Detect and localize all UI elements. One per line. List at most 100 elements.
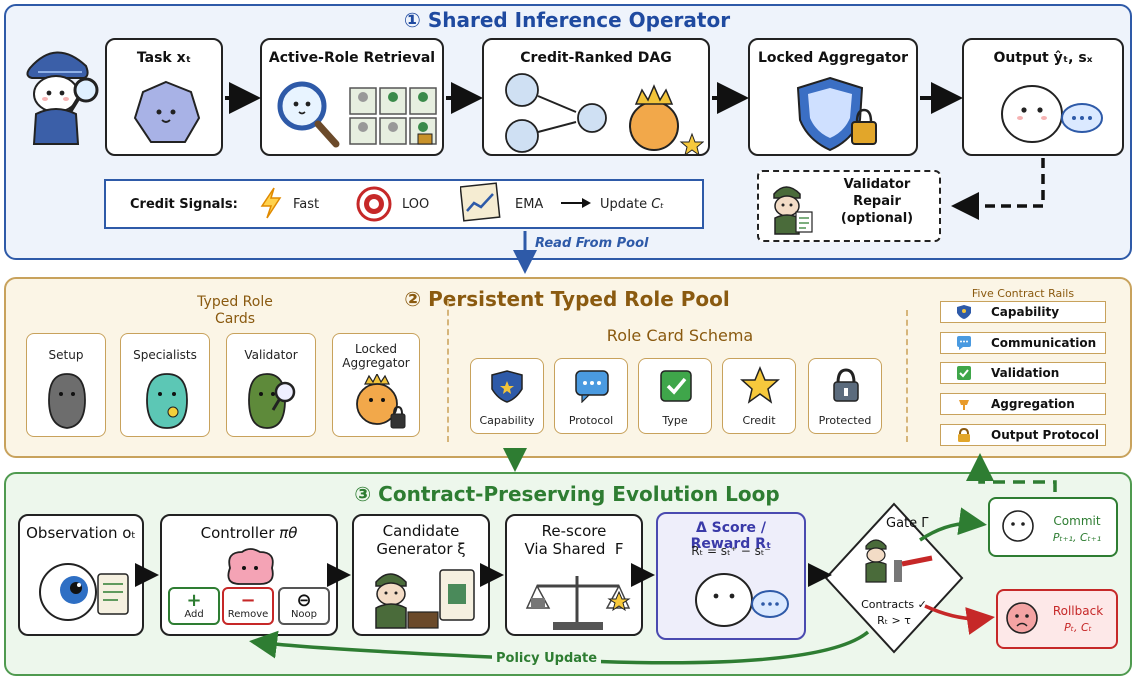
rail-communication-label: Communication — [991, 336, 1097, 350]
role-card-validator: Validator — [226, 333, 316, 437]
schema-protocol-label: Protocol — [568, 414, 614, 427]
validator-repair-line3: (optional) — [840, 211, 914, 226]
eye-clipboard-icon — [39, 563, 129, 621]
candidate-generator-variable: ξ — [457, 540, 466, 558]
rail-communication-icon — [957, 336, 971, 350]
commit-variable: Pₜ₊₁, Cₜ₊₁ — [1052, 531, 1102, 544]
rail-capability: Capability — [940, 301, 1106, 323]
credit-ranked-dag-card: Credit-Ranked DAG — [482, 38, 710, 156]
validator-repair-line2: Repair — [853, 194, 901, 209]
rail-capability-icon — [957, 305, 971, 319]
controller-variable: πθ — [279, 524, 298, 542]
rollback-label: Rollback — [1052, 604, 1104, 618]
schema-protocol: Protocol — [554, 358, 628, 434]
active-role-retrieval-card: Active-Role Retrieval — [260, 38, 444, 156]
update-arrow-icon — [561, 198, 591, 208]
rail-aggregation: Aggregation — [940, 393, 1106, 415]
rail-validation-label: Validation — [991, 366, 1060, 380]
observation-card: Observation oₜ — [18, 514, 144, 636]
candidate-generator-line1: Candidate — [382, 522, 460, 540]
schema-type: Type — [638, 358, 712, 434]
score-formula: Rₜ = sₜ⁺ − sₜ⁻ — [691, 544, 771, 558]
role-card-specialists: Specialists — [120, 333, 210, 437]
shield-lock-icon — [796, 76, 877, 152]
magnifier-mascot-icon — [277, 81, 340, 148]
panel-title-shared-inference: ① Shared Inference Operator — [403, 8, 731, 32]
remove-button[interactable]: − Remove — [222, 587, 274, 625]
rail-communication: Communication — [940, 332, 1106, 354]
type-check-icon — [660, 370, 692, 402]
target-icon — [356, 186, 392, 222]
dag-graph-icon — [505, 73, 704, 156]
credit-signals-box — [104, 179, 704, 229]
observation-title: Observation — [26, 524, 118, 542]
panel-title-role-pool: ② Persistent Typed Role Pool — [404, 287, 730, 311]
divider-right — [906, 310, 908, 442]
noop-button[interactable]: ⊖ Noop — [278, 587, 330, 625]
active-role-retrieval-title: Active-Role Retrieval — [268, 50, 436, 66]
signal-update-variable: Cₜ — [651, 197, 665, 212]
rail-aggregation-icon — [959, 400, 969, 410]
rail-output-protocol: Output Protocol — [940, 424, 1106, 446]
role-grid-icon — [349, 87, 437, 145]
locked-aggregator-title: Locked Aggregator — [757, 50, 909, 66]
commit-box — [988, 497, 1118, 557]
schema-credit: Credit — [722, 358, 796, 434]
lightning-icon — [260, 187, 282, 219]
validator-blob-icon — [248, 373, 296, 429]
schema-type-label: Type — [662, 414, 688, 427]
schema-capability: Capability — [470, 358, 544, 434]
rollback-sad-icon — [1006, 602, 1038, 634]
output-card: Output ŷₜ, sₓ — [962, 38, 1124, 156]
output-title: Output — [993, 50, 1049, 66]
score-reward-title: Δ Score / Reward — [690, 520, 767, 552]
ema-chart-icon — [460, 182, 501, 222]
rescore-variable: F — [614, 540, 624, 558]
protocol-chat-icon — [575, 370, 609, 403]
five-contract-rails-title: Five Contract Rails — [971, 287, 1075, 300]
rail-capability-label: Capability — [991, 305, 1060, 319]
detective-mascot-icon — [26, 51, 99, 145]
observation-variable: oₜ — [122, 524, 136, 542]
role-card-schema-title: Role Card Schema — [606, 326, 754, 345]
gate-label: Gate Γ — [886, 516, 929, 531]
typed-role-cards-line1: Typed Role — [197, 294, 273, 310]
score-reward-card: Δ Score / Reward Rₜ Rₜ = sₜ⁺ − sₜ⁻ — [656, 512, 806, 640]
role-card-locked-aggregator-label: Locked Aggregator — [342, 342, 410, 370]
rail-output-protocol-label: Output Protocol — [991, 428, 1099, 442]
candidate-generator-line2: Generator — [376, 540, 453, 558]
schema-protected: Protected — [808, 358, 882, 434]
signal-update-label: Update — [600, 197, 648, 212]
read-from-pool-label: Read From Pool — [535, 236, 649, 251]
add-icon: + — [186, 590, 202, 611]
add-button[interactable]: + Add — [168, 587, 220, 625]
schema-capability-label: Capability — [479, 414, 535, 427]
specialist-blob-icon — [146, 373, 188, 429]
credit-star-icon — [740, 366, 780, 404]
aggregator-blob-icon — [356, 374, 406, 429]
rail-output-protocol-icon — [958, 427, 970, 442]
balance-scale-icon — [525, 576, 631, 630]
add-button-label: Add — [184, 609, 204, 620]
remove-icon: − — [240, 590, 256, 611]
typed-role-cards-line2: Cards — [214, 311, 256, 327]
brain-icon — [227, 548, 274, 585]
capability-shield-icon — [491, 370, 523, 403]
commit-label: Commit — [1053, 514, 1101, 528]
role-card-specialists-label: Specialists — [133, 348, 197, 362]
soldier-clipboard-icon — [773, 186, 813, 235]
rescore-card: Re-score Via Shared F — [505, 514, 643, 636]
gate-rule-label: Rₜ > τ — [877, 614, 911, 627]
policy-update-label: Policy Update — [492, 651, 602, 666]
signal-ema-label: EMA — [515, 197, 544, 212]
gate-diamond — [824, 502, 964, 654]
protected-lock-icon — [833, 368, 859, 402]
noop-icon: ⊖ — [296, 590, 312, 611]
rail-validation-icon — [957, 366, 971, 380]
remove-button-label: Remove — [227, 609, 269, 620]
credit-ranked-dag-title: Credit-Ranked DAG — [520, 50, 672, 66]
commit-bubble-icon — [1002, 510, 1034, 542]
validator-repair-line1: Validator — [843, 177, 911, 192]
role-card-locked-aggregator: Locked Aggregator — [332, 333, 420, 437]
role-card-validator-label: Validator — [244, 348, 298, 362]
